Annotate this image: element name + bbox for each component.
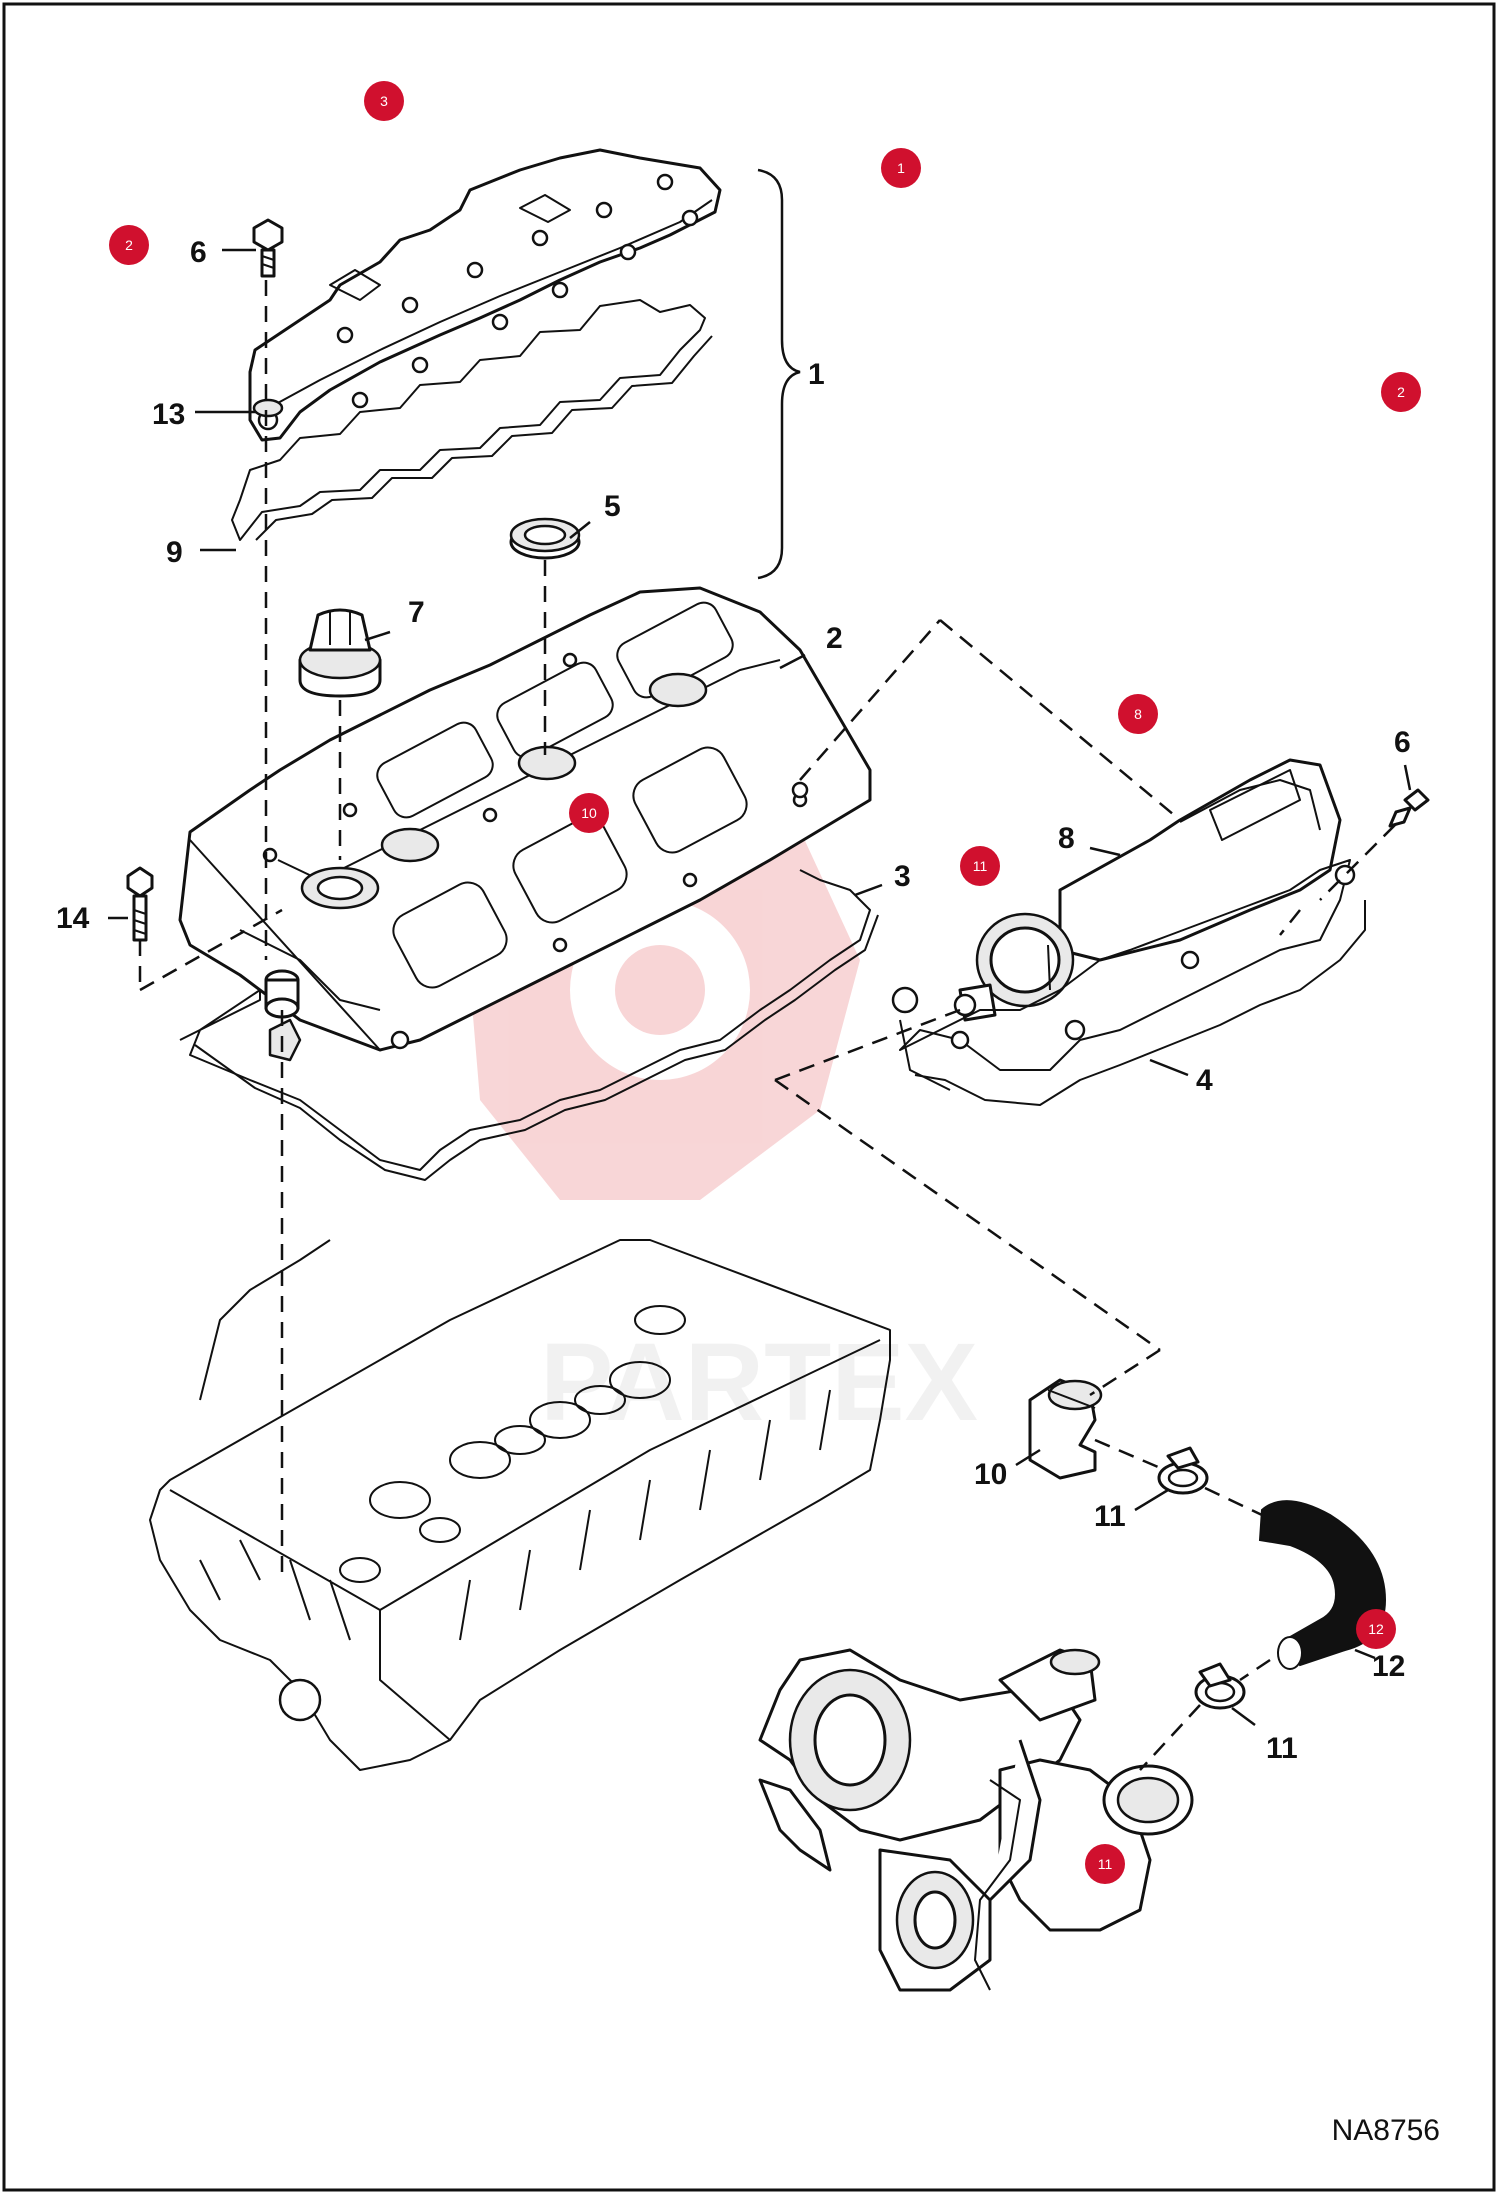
callout-3: 3 [894,860,911,893]
reference-lines [138,280,1396,1771]
callout-6-right: 6 [1394,726,1411,759]
badge-2-left: 2 [109,225,149,265]
head-cover-gasket [179,869,871,1171]
callout-11-upper: 11 [1094,1500,1126,1533]
callout-labels: 1 2 3 4 5 6 6 7 8 9 10 11 11 12 13 14 [56,236,1411,1765]
assembly-bracket [757,168,801,580]
callout-4: 4 [1196,1064,1213,1097]
turbocharger [758,1648,1194,1992]
callout-14: 14 [56,902,90,935]
callout-10: 10 [974,1458,1007,1491]
valve-cover-top [248,148,722,442]
svg-text:12: 12 [1368,1621,1384,1637]
badge-1: 1 [881,148,921,188]
svg-text:3: 3 [380,93,388,109]
callout-7: 7 [408,596,425,629]
svg-text:11: 11 [1098,1856,1113,1872]
badge-3: 3 [364,81,404,121]
callout-2: 2 [826,622,843,655]
callout-6-left: 6 [190,236,207,269]
breather-screw [1388,788,1430,828]
watermark-text: PARTEX [540,1321,978,1444]
svg-text:11: 11 [973,858,988,874]
breather-elbow-fitting [1028,1378,1103,1480]
callout-1: 1 [808,358,825,391]
hose-clamp-lower [1194,1662,1246,1710]
drawing-code: NA8756 [1332,2114,1440,2147]
callout-13: 13 [152,398,185,431]
badge-11-upper: 11 [960,846,1000,886]
badge-2-right: 2 [1381,372,1421,412]
cylinder-head-outline [149,1239,891,1771]
svg-text:1: 1 [897,160,905,176]
callout-11-lower: 11 [1266,1732,1298,1765]
svg-text:2: 2 [125,237,133,253]
rocker-seal [509,517,581,560]
valve-cover-gasket [231,299,706,541]
breather-cover [953,758,1342,1022]
hose-clamp-upper [1157,1446,1209,1495]
badge-10: 10 [569,793,609,833]
svg-text:8: 8 [1134,706,1142,722]
badge-11-lower: 11 [1085,1844,1125,1884]
head-cover-bolt [126,866,154,942]
badge-8: 8 [1118,694,1158,734]
callout-9: 9 [166,536,183,569]
callout-12: 12 [1372,1650,1405,1683]
red-badges: 3 1 2 2 8 10 11 12 [109,81,1421,1884]
callout-5: 5 [604,490,621,523]
grommet [252,398,300,1019]
callout-8: 8 [1058,822,1075,855]
svg-text:10: 10 [581,805,597,821]
oil-fill-cap [298,608,382,698]
svg-text:2: 2 [1397,384,1405,400]
cover-bolt-left [252,218,284,278]
leader-lines [108,248,1412,1727]
cylinder-head-cover [178,586,872,1062]
badge-12: 12 [1356,1609,1396,1649]
